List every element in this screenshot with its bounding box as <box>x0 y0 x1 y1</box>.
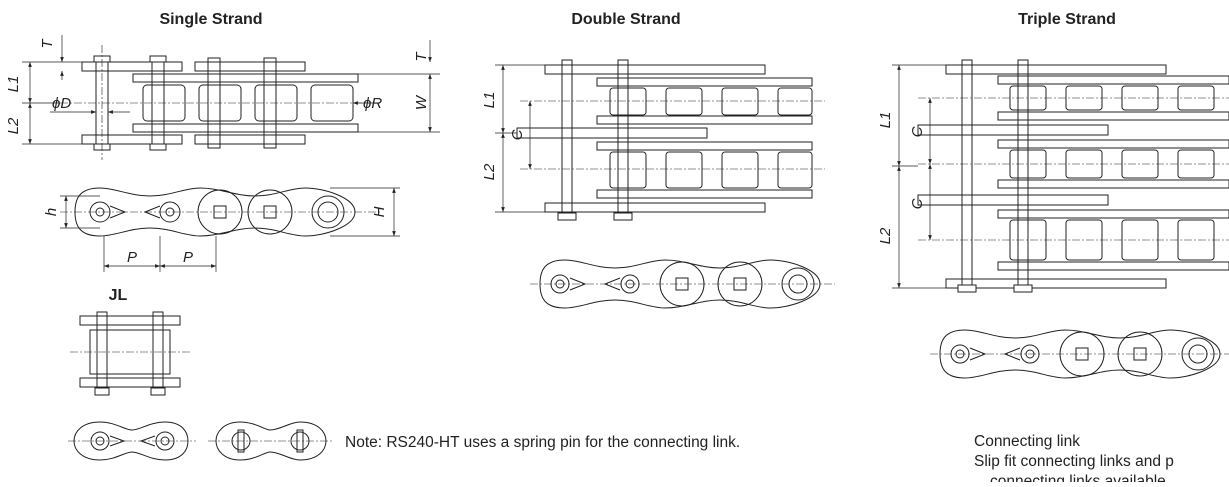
dim-l2-single: L2 <box>5 117 22 134</box>
dim-t-single-right: T <box>413 51 430 62</box>
dim-h-large: H <box>371 206 388 217</box>
dim-d: ϕD <box>52 95 71 112</box>
title-double-strand: Double Strand <box>571 11 680 28</box>
note-spring-pin: Note: RS240-HT uses a spring pin for the… <box>345 434 740 451</box>
dim-l2-triple: L2 <box>877 227 894 244</box>
jl-side-view-1 <box>68 421 196 461</box>
dim-c-double: C <box>509 129 526 140</box>
double-strand-side-view <box>530 259 835 309</box>
dim-l1-triple: L1 <box>877 112 894 129</box>
dim-l2-double: L2 <box>481 163 498 180</box>
title-single-strand: Single Strand <box>159 11 262 28</box>
dim-l1-single: L1 <box>5 76 22 93</box>
dim-p-1: P <box>127 249 137 266</box>
jl-side-view-2 <box>208 421 334 461</box>
dim-l1-double: L1 <box>481 92 498 109</box>
title-jl: JL <box>109 287 128 304</box>
connecting-link-heading: Connecting link <box>974 433 1080 450</box>
single-strand-side-view <box>60 187 400 272</box>
dim-c-triple-2: C <box>909 198 926 209</box>
dim-p-2: P <box>183 249 193 266</box>
double-strand-top-view <box>495 59 825 221</box>
triple-strand-top-view <box>892 59 1229 293</box>
single-strand-top-view <box>22 35 440 160</box>
connecting-link-text: Slip fit connecting links and p <box>974 453 1174 470</box>
connecting-link-text-2: connecting links available <box>990 473 1166 482</box>
triple-strand-side-view <box>930 329 1229 379</box>
dim-r: ϕR <box>363 95 382 112</box>
dim-c-triple-1: C <box>909 126 926 137</box>
jl-top-view <box>70 311 190 396</box>
dim-h-small: h <box>43 208 60 216</box>
dim-w: W <box>413 94 430 110</box>
title-triple-strand: Triple Strand <box>1018 11 1116 28</box>
dim-t-single: T <box>39 38 56 49</box>
